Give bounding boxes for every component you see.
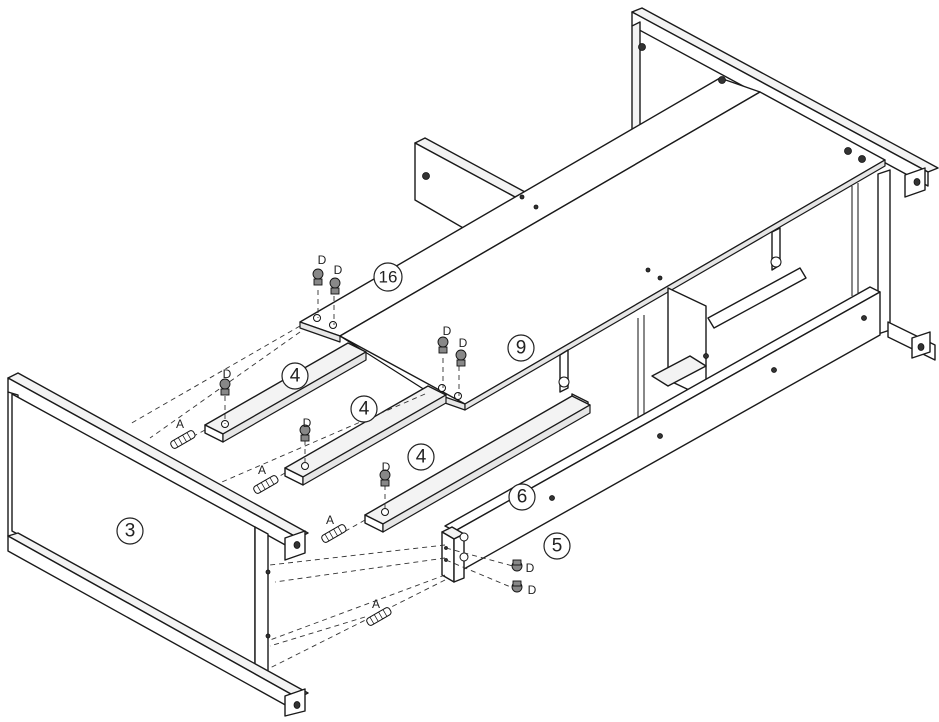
panel-9	[339, 91, 886, 411]
hw-label-d7: D	[382, 460, 391, 474]
hardware-labels: D D D D D D D D D A A A A	[176, 253, 537, 611]
cam-lock-d5	[219, 378, 231, 396]
svg-text:4: 4	[290, 366, 301, 387]
callout-part-6: 6	[508, 483, 536, 511]
hw-label-a3: A	[326, 513, 334, 527]
cam-lock-d6	[299, 424, 311, 442]
callout-part-4b: 4	[350, 395, 378, 423]
cam-lock-d2	[329, 277, 341, 295]
svg-text:4: 4	[416, 447, 427, 468]
front-side-panel-3	[7, 372, 309, 717]
rail-5	[441, 526, 469, 583]
callout-part-9: 9	[507, 334, 535, 362]
hw-label-d1: D	[318, 253, 327, 267]
svg-text:6: 6	[517, 487, 528, 508]
svg-text:9: 9	[516, 338, 527, 359]
hw-label-d6: D	[303, 416, 312, 430]
dowel-a4	[366, 607, 392, 626]
callout-part-5: 5	[543, 532, 571, 560]
stretcher-4c	[364, 395, 591, 533]
cam-lock-d1	[312, 268, 324, 286]
svg-text:5: 5	[552, 536, 563, 557]
cam-lock-d8	[511, 559, 523, 572]
callout-part-16: 16	[373, 262, 403, 292]
dowel-a2	[253, 475, 279, 494]
svg-text:4: 4	[359, 399, 370, 420]
cam-lock-d9	[511, 580, 523, 593]
cam-lock-d3	[437, 336, 449, 354]
callout-part-4a: 4	[281, 362, 309, 390]
svg-text:16: 16	[379, 268, 398, 287]
hw-label-d2: D	[334, 263, 343, 277]
hw-label-a2: A	[258, 463, 266, 477]
hw-label-d3: D	[443, 324, 452, 338]
cam-lock-d7	[379, 469, 391, 487]
hw-label-a1: A	[176, 417, 184, 431]
callout-part-4c: 4	[407, 443, 435, 471]
cam-lock-d4	[455, 349, 467, 367]
hw-label-d8: D	[526, 561, 535, 575]
hw-label-d5: D	[223, 367, 232, 381]
dowel-a3	[321, 524, 347, 543]
hw-label-a4: A	[372, 597, 380, 611]
dowel-a1	[170, 430, 196, 449]
svg-text:3: 3	[125, 521, 136, 542]
panel-16	[299, 76, 761, 343]
hardware-cam-locks	[219, 268, 523, 593]
hw-label-d9: D	[528, 583, 537, 597]
hardware-dowels	[170, 430, 392, 626]
hw-label-d4: D	[459, 336, 468, 350]
callout-part-3: 3	[116, 517, 144, 545]
